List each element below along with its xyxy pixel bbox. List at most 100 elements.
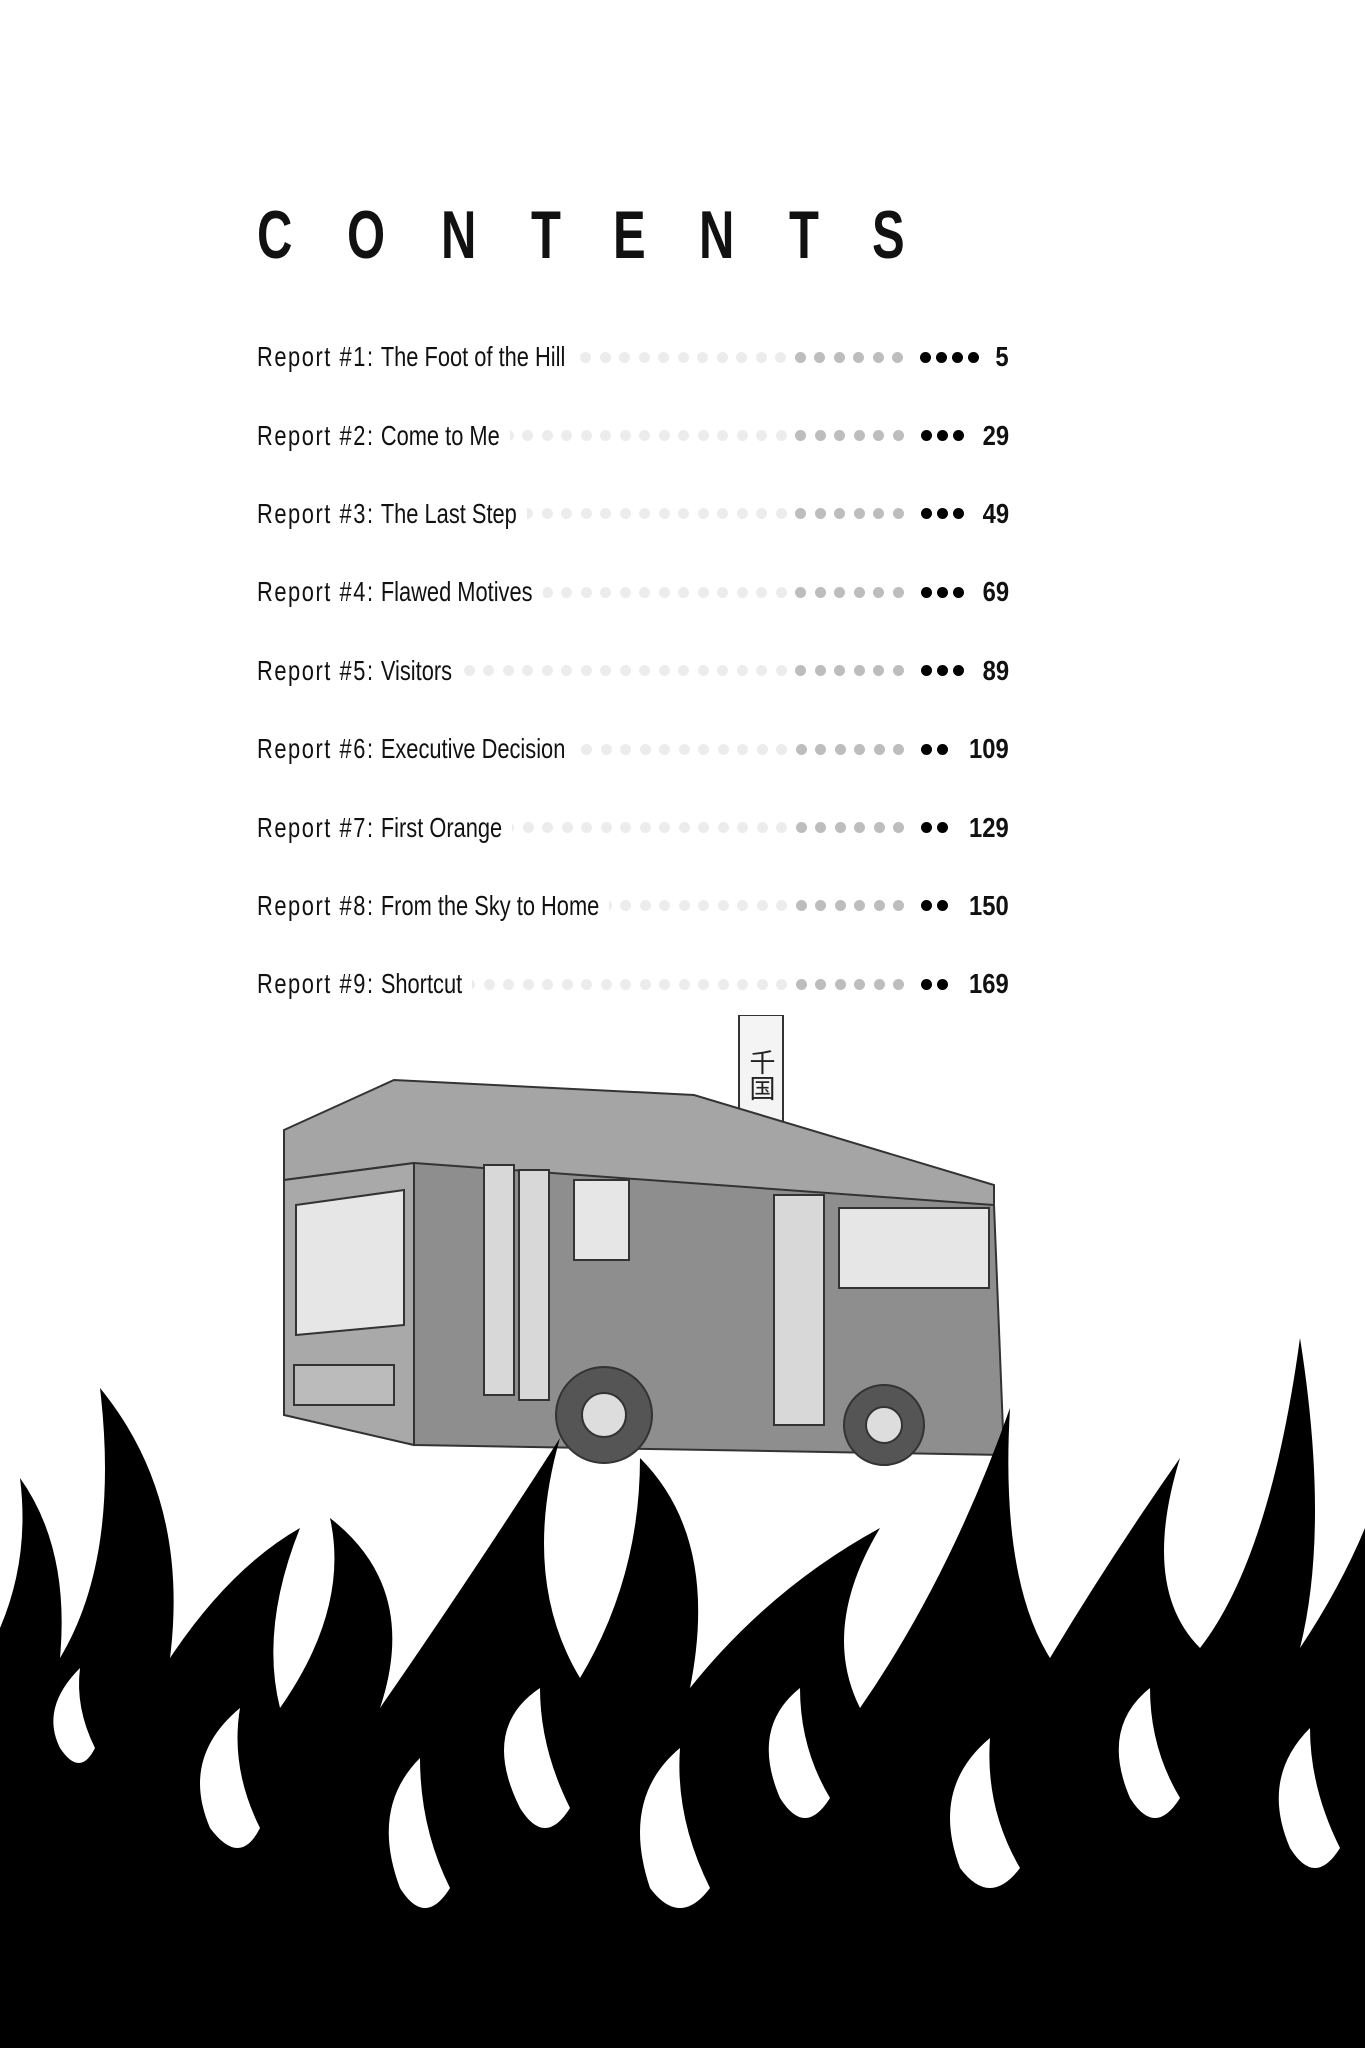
leader-dot <box>697 665 709 677</box>
leader-dot <box>893 900 905 912</box>
leader-dot <box>854 822 866 834</box>
heading-letter: E <box>613 197 646 273</box>
page-number: 129 <box>969 811 1009 843</box>
leader-dots-dark <box>915 351 980 363</box>
heading-letter: N <box>440 197 477 273</box>
leader-dot <box>639 822 651 834</box>
leader-dot <box>697 508 709 520</box>
leader-dot <box>756 900 768 912</box>
leader-dot <box>697 586 709 598</box>
leader-dot <box>873 743 885 755</box>
leader-dot <box>639 430 651 442</box>
leader-dot <box>795 665 807 677</box>
leader-dot <box>736 351 748 363</box>
leader-dot <box>873 586 885 598</box>
entry-label-text: Report #3:The Last Step <box>257 498 517 530</box>
leader-dot <box>854 900 866 912</box>
contents-heading: C O N T E N T S <box>257 196 917 274</box>
leader-dot <box>893 743 905 755</box>
leader-dot <box>580 430 592 442</box>
leader-dot <box>892 351 904 363</box>
leader-dot <box>639 508 651 520</box>
leader-dot <box>620 978 632 990</box>
leader-dot <box>619 508 631 520</box>
leader-dot <box>659 822 671 834</box>
leader-dot <box>873 978 885 990</box>
leader-dot <box>892 665 904 677</box>
leader-dot <box>775 665 787 677</box>
dot-leader <box>526 504 904 524</box>
entry-label: Report #3:The Last Step <box>257 498 517 530</box>
leader-dot <box>755 351 767 363</box>
dot-leader <box>575 347 904 367</box>
toc-entry[interactable]: Report #8:From the Sky to Home 150 <box>257 867 1009 945</box>
leader-dot <box>892 430 904 442</box>
entry-label-text: Report #8:From the Sky to Home <box>257 890 599 922</box>
leader-dot <box>717 665 729 677</box>
leader-dot <box>936 665 948 677</box>
chapter-title: Visitors <box>380 654 453 686</box>
heading-letter: N <box>699 197 735 273</box>
leader-dot <box>526 508 534 520</box>
leader-dot <box>697 430 709 442</box>
leader-dot <box>522 665 534 677</box>
leader-dots-dark <box>916 900 949 912</box>
leader-dot <box>600 822 612 834</box>
entry-label: Report #4:Flawed Motives <box>257 576 533 608</box>
leader-dot <box>795 508 807 520</box>
dot-leader <box>462 661 904 681</box>
page-number: 150 <box>969 889 1009 921</box>
dot-leader <box>575 739 905 759</box>
leader-dot <box>620 822 632 834</box>
leader-dot <box>776 978 788 990</box>
dot-leader <box>542 582 904 602</box>
leader-dot <box>502 665 514 677</box>
page-number: 69 <box>982 576 1009 608</box>
leader-dot <box>815 900 827 912</box>
leader-dot <box>483 978 495 990</box>
leader-dot <box>658 665 670 677</box>
leader-dots-dark <box>916 978 949 990</box>
leader-dot <box>795 743 807 755</box>
toc-entry[interactable]: Report #4:Flawed Motives 69 <box>257 553 1009 631</box>
leader-dot <box>952 351 964 363</box>
leader-dot <box>639 743 651 755</box>
leader-dot <box>937 978 949 990</box>
leader-dots-dark <box>916 586 964 598</box>
page-number: 169 <box>969 968 1009 1000</box>
leader-dot <box>677 351 689 363</box>
leader-dot <box>873 508 885 520</box>
leader-dot <box>814 665 826 677</box>
leader-dot <box>853 430 865 442</box>
entry-label: Report #6:Executive Decision <box>257 733 565 765</box>
leader-dot <box>737 822 749 834</box>
leader-dot <box>834 978 846 990</box>
leader-dot <box>756 978 768 990</box>
leader-dot <box>541 508 553 520</box>
leader-dot <box>600 508 612 520</box>
leader-dot <box>542 978 554 990</box>
entry-label: Report #1:The Foot of the Hill <box>257 341 565 373</box>
leader-dot <box>698 978 710 990</box>
leader-dot <box>503 978 515 990</box>
report-number: Report #9: <box>257 968 375 1000</box>
heading-letter: S <box>871 197 905 273</box>
leader-dot <box>795 978 807 990</box>
report-number: Report #7: <box>257 811 375 843</box>
leader-dot <box>921 900 933 912</box>
leader-dot <box>717 430 729 442</box>
leader-dots-dark <box>916 822 949 834</box>
leader-dot <box>472 978 476 990</box>
chapter-title: The Last Step <box>380 497 517 529</box>
chapter-title: Executive Decision <box>380 733 566 765</box>
entry-label: Report #5:Visitors <box>257 655 452 687</box>
leader-dot <box>937 900 949 912</box>
